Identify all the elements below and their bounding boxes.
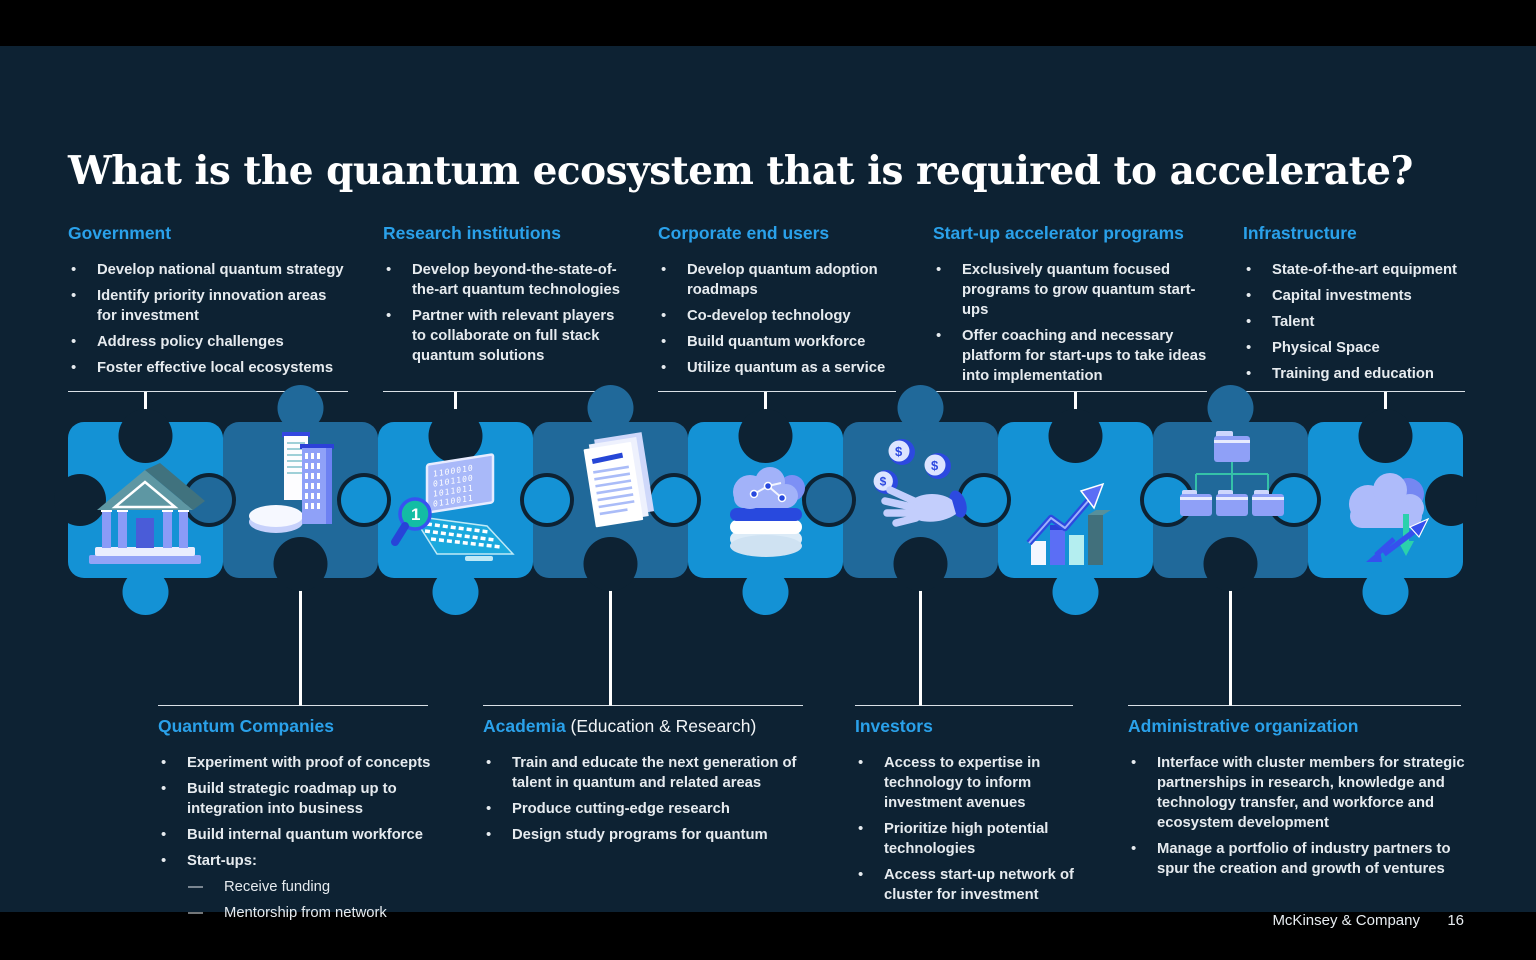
bullet-list: Experiment with proof of conceptsBuild s…	[158, 753, 443, 924]
sub-bullet-item: Mentorship from network	[158, 903, 443, 924]
connector-government	[144, 392, 147, 505]
section-heading: Investors	[855, 716, 933, 736]
connector-academia	[609, 583, 612, 706]
connector-investors	[919, 583, 922, 706]
bullet-list: Develop beyond-the-state-of-the-art quan…	[383, 260, 629, 367]
section-heading: Start-up accelerator programs	[933, 223, 1184, 243]
bullet-item: Produce cutting-edge research	[483, 799, 813, 820]
section-investors: Investors Access to expertise in technol…	[855, 716, 1087, 912]
footer-page-number: 16	[1447, 912, 1464, 929]
divider-line	[933, 391, 1207, 392]
section-research-institutions: Research institutions Develop beyond-the…	[383, 223, 629, 373]
bullet-list: Access to expertise in technology to inf…	[855, 753, 1087, 906]
section-administrative-organization: Administrative organization Interface wi…	[1128, 716, 1473, 886]
bullet-item: Access start-up network of cluster for i…	[855, 865, 1087, 906]
bullet-item: Address policy challenges	[68, 332, 349, 353]
bullet-item: Partner with relevant players to collabo…	[383, 306, 629, 367]
divider-line	[483, 705, 803, 706]
bullet-item: Talent	[1243, 312, 1531, 333]
bullet-item: Build internal quantum workforce	[158, 825, 443, 846]
bullet-item: Train and educate the next generation of…	[483, 753, 813, 794]
bullet-list: Develop national quantum strategyIdentif…	[68, 260, 349, 379]
section-government: Government Develop national quantum stra…	[68, 223, 349, 385]
connector-administrative-organization	[1229, 583, 1232, 706]
bullet-item: Identify priority innovation areas for i…	[68, 286, 349, 327]
divider-line	[68, 391, 348, 392]
divider-line	[855, 705, 1073, 706]
bullet-item: Develop national quantum strategy	[68, 260, 349, 281]
section-heading: Quantum Companies	[158, 716, 334, 736]
bullet-item: Manage a portfolio of industry partners …	[1128, 839, 1473, 880]
bullet-item: Offer coaching and necessary platform fo…	[933, 326, 1210, 387]
section-heading: Administrative organization	[1128, 716, 1359, 736]
bullet-list: State-of-the-art equipmentCapital invest…	[1243, 260, 1531, 385]
bullet-item: Utilize quantum as a service	[658, 358, 899, 379]
connector-infrastructure	[1384, 392, 1387, 505]
sub-bullet-item: Receive funding	[158, 877, 443, 898]
connector-corporate-end-users	[764, 392, 767, 505]
bullet-list: Interface with cluster members for strat…	[1128, 753, 1473, 880]
bullet-item: Build quantum workforce	[658, 332, 899, 353]
connector-quantum-companies	[299, 583, 302, 706]
bullet-item: Co-develop technology	[658, 306, 899, 327]
divider-line	[1128, 705, 1461, 706]
bullet-item: Physical Space	[1243, 338, 1531, 359]
bullet-item: Foster effective local ecosystems	[68, 358, 349, 379]
page-title: What is the quantum ecosystem that is re…	[68, 148, 1413, 194]
section-infrastructure: Infrastructure State-of-the-art equipmen…	[1243, 223, 1531, 391]
bullet-item: Experiment with proof of concepts	[158, 753, 443, 774]
section-heading: Infrastructure	[1243, 223, 1357, 243]
bullet-item: Develop quantum adoption roadmaps	[658, 260, 899, 301]
divider-line	[383, 391, 626, 392]
bullet-item: Build strategic roadmap up to integratio…	[158, 779, 443, 820]
footer-brand: McKinsey & Company	[1272, 912, 1420, 929]
bullet-item: Interface with cluster members for strat…	[1128, 753, 1473, 834]
divider-line	[158, 705, 428, 706]
section-heading: Academia (Education & Research)	[483, 716, 757, 736]
section-heading: Research institutions	[383, 223, 561, 243]
connector-startup-accelerator	[1074, 392, 1077, 505]
bullet-item: Exclusively quantum focused programs to …	[933, 260, 1210, 321]
section-startup-accelerator-programs: Start-up accelerator programs Exclusivel…	[933, 223, 1210, 393]
bullet-item: Capital investments	[1243, 286, 1531, 307]
bullet-item: State-of-the-art equipment	[1243, 260, 1531, 281]
bullet-list: Exclusively quantum focused programs to …	[933, 260, 1210, 387]
bullet-item: Design study programs for quantum	[483, 825, 813, 846]
bullet-item: Start-ups:	[158, 851, 443, 872]
section-heading: Corporate end users	[658, 223, 830, 243]
bullet-list: Develop quantum adoption roadmapsCo-deve…	[658, 260, 899, 379]
section-heading: Government	[68, 223, 172, 243]
section-academia: Academia (Education & Research) Train an…	[483, 716, 813, 852]
bullet-item: Access to expertise in technology to inf…	[855, 753, 1087, 814]
bullet-list: Train and educate the next generation of…	[483, 753, 813, 846]
bullet-item: Prioritize high potential technologies	[855, 819, 1087, 860]
bullet-item: Develop beyond-the-state-of-the-art quan…	[383, 260, 629, 301]
divider-line	[1243, 391, 1465, 392]
section-corporate-end-users: Corporate end users Develop quantum adop…	[658, 223, 899, 385]
connector-research-institutions	[454, 392, 457, 505]
divider-line	[658, 391, 896, 392]
bullet-item: Training and education	[1243, 364, 1531, 385]
section-quantum-companies: Quantum Companies Experiment with proof …	[158, 716, 443, 930]
slide-background: What is the quantum ecosystem that is re…	[0, 46, 1536, 929]
